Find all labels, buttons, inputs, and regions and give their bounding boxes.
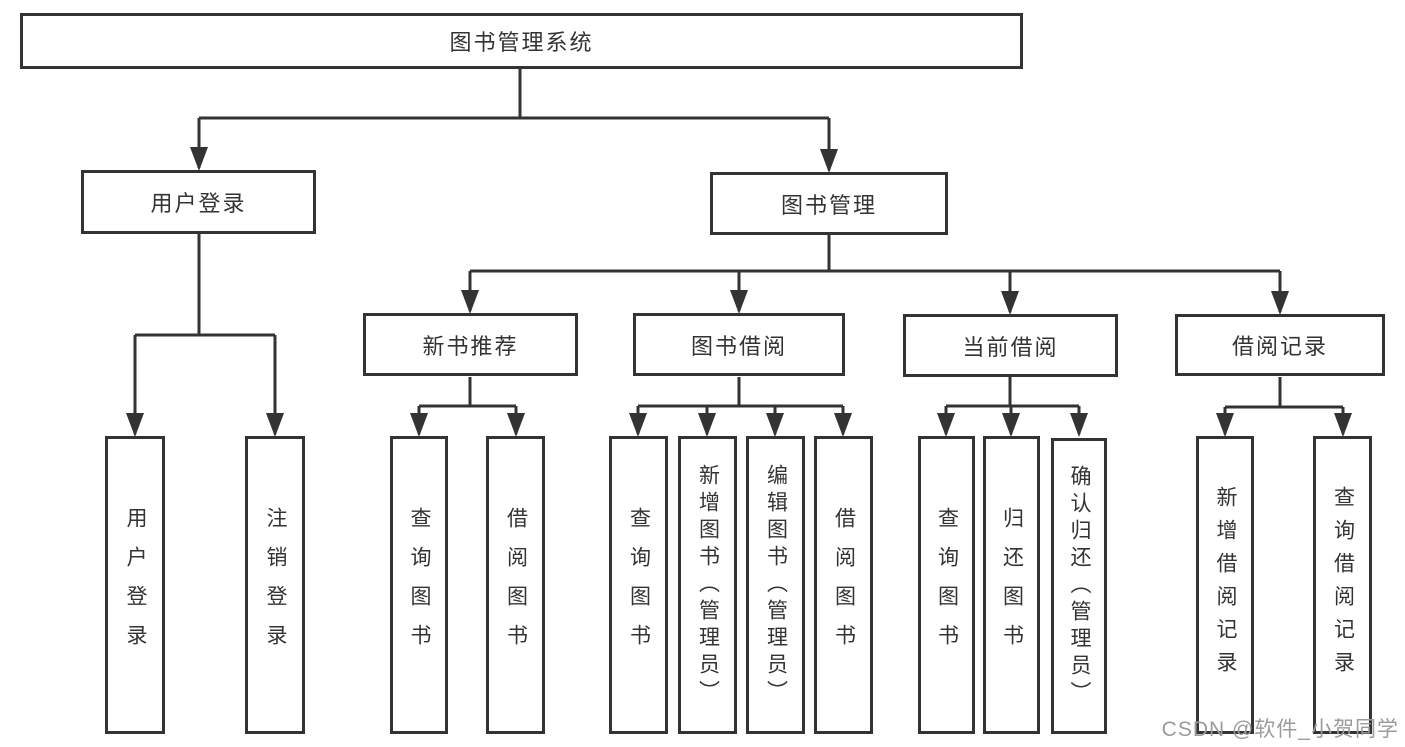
leaf-edit-books-admin: 编辑图书（管理员） [746,436,805,734]
leaf-label: 注销登录 [264,507,287,663]
watermark: CSDN @软件_小贺同学 [1161,718,1399,741]
node-root: 图书管理系统 [20,13,1023,69]
node-label: 当前借阅 [962,334,1059,360]
connector-lines [133,69,1345,434]
leaf-label: 新增图书（管理员） [696,463,720,707]
leaf-label: 查询图书 [935,507,959,663]
leaf-return-books: 归还图书 [983,436,1040,734]
leaf-label: 借阅图书 [832,507,856,663]
node-label: 图书借阅 [690,333,787,359]
leaf-add-books-admin: 新增图书（管理员） [678,436,737,734]
node-book-management-branch: 图书管理 [710,172,948,235]
arrow-down-icons [126,147,1352,437]
node-label: 图书管理 [780,192,877,218]
leaf-query-borrow-record: 查询借阅记录 [1313,436,1372,734]
node-label: 新书推荐 [422,333,519,359]
leaf-label: 查询借阅记录 [1331,486,1355,684]
leaf-borrow-books-bb: 借阅图书 [814,436,873,734]
leaf-borrow-books-nb: 借阅图书 [486,436,545,734]
leaf-add-borrow-record: 新增借阅记录 [1196,436,1254,734]
leaf-confirm-return-admin: 确认归还（管理员） [1051,438,1107,734]
node-label: 用户登录 [150,191,247,216]
node-current-borrowing: 当前借阅 [903,314,1118,377]
leaf-label: 查询图书 [408,507,431,663]
leaf-label: 查询图书 [627,507,651,663]
leaf-user-login: 用户登录 [105,436,165,734]
leaf-label: 归还图书 [1000,507,1024,663]
leaf-query-books-cb: 查询图书 [918,436,975,734]
node-root-label: 图书管理系统 [449,30,594,55]
leaf-logout: 注销登录 [245,436,305,734]
leaf-label: 编辑图书（管理员） [764,463,788,707]
leaf-label: 新增借阅记录 [1214,486,1237,684]
leaf-label: 确认归还（管理员） [1068,464,1091,708]
node-book-borrowing: 图书借阅 [633,313,845,376]
node-label: 借阅记录 [1231,334,1328,359]
node-new-book-recommend: 新书推荐 [363,313,578,376]
node-borrowing-records: 借阅记录 [1175,314,1385,376]
leaf-label: 借阅图书 [504,507,528,663]
leaf-query-books-nb: 查询图书 [390,436,448,734]
leaf-query-books-bb: 查询图书 [609,436,668,734]
node-user-login-branch: 用户登录 [81,170,316,234]
leaf-label: 用户登录 [124,507,147,663]
